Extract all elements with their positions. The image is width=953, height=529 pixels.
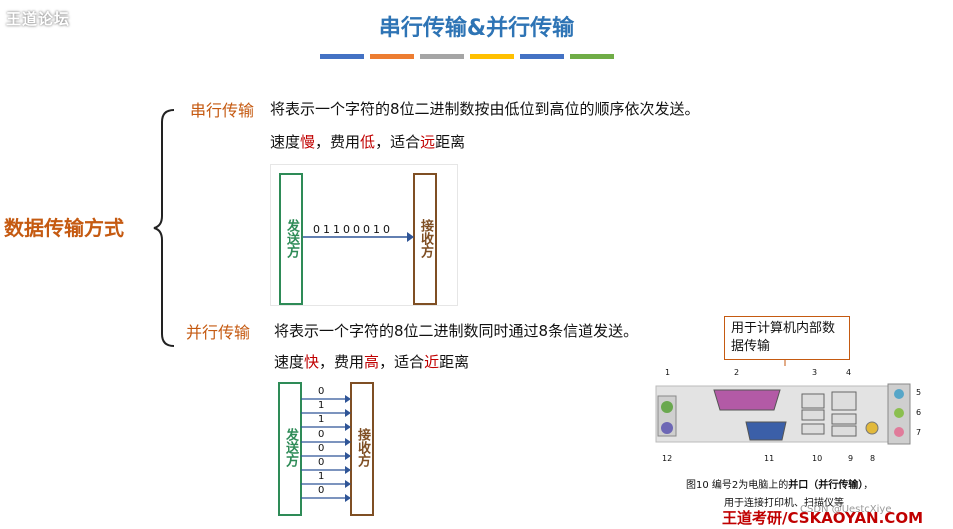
title-stripe [370, 54, 414, 59]
brace-icon [150, 108, 180, 348]
title-stripe [420, 54, 464, 59]
speed-value: 慢 [300, 133, 315, 151]
parallel-bit: 0 [318, 386, 324, 397]
speed-prefix: 速度 [274, 353, 304, 371]
parallel-bit: 0 [318, 429, 324, 440]
cost-value: 低 [360, 133, 375, 151]
callout-box: 用于计算机内部数据传输 [724, 316, 850, 360]
port-number: 12 [662, 454, 672, 463]
caption-bold: 并口（并行传输） [788, 480, 863, 491]
serial-bits: 01100010 [313, 223, 393, 236]
serial-sender-box: 发送方 [279, 173, 303, 305]
port-number: 1 [665, 368, 670, 377]
distance-prefix: ，适合 [375, 133, 420, 151]
motherboard-ports-image [652, 366, 918, 484]
distance-suffix: 距离 [439, 353, 469, 371]
parallel-arrow-icon [301, 394, 353, 404]
serial-diagram: 发送方 接收方 01100010 [270, 164, 458, 306]
port-number: 7 [916, 428, 921, 437]
serial-receiver-box: 接收方 [413, 173, 437, 305]
distance-suffix: 距离 [435, 133, 465, 151]
serial-label: 串行传输 [190, 97, 254, 121]
parallel-bit: 0 [318, 457, 324, 468]
caption-suffix: ， [863, 480, 873, 491]
distance-value: 近 [424, 353, 439, 371]
parallel-arrow-icon [301, 493, 353, 503]
parallel-sender-box: 发送方 [278, 382, 302, 516]
speed-prefix: 速度 [270, 133, 300, 151]
port-number: 9 [848, 454, 853, 463]
parallel-diagram: 发送方 接收方 0 1 1 0 0 0 1 0 [270, 378, 390, 522]
parallel-receiver-label: 接收方 [353, 428, 372, 467]
title-stripe [570, 54, 614, 59]
port-number: 11 [764, 454, 774, 463]
title-stripe [520, 54, 564, 59]
parallel-arrow-icon [301, 451, 353, 461]
distance-value: 远 [420, 133, 435, 151]
parallel-bit: 0 [318, 485, 324, 496]
cost-prefix: ，费用 [319, 353, 364, 371]
main-topic: 数据传输方式 [4, 212, 124, 241]
speed-value: 快 [304, 353, 319, 371]
port-number: 4 [846, 368, 851, 377]
parallel-bit: 1 [318, 414, 324, 425]
title-stripe [470, 54, 514, 59]
watermark: CSDN @UestcXiye [800, 504, 892, 515]
serial-receiver-label: 接收方 [416, 219, 435, 258]
port-number: 2 [734, 368, 739, 377]
serial-properties: 速度慢，费用低，适合远距离 [270, 131, 465, 152]
title-stripe [320, 54, 364, 59]
parallel-properties: 速度快，费用高，适合近距离 [274, 351, 469, 372]
page-title: 串行传输&并行传输 [0, 10, 953, 42]
distance-prefix: ，适合 [379, 353, 424, 371]
parallel-sender-label: 发送方 [281, 428, 300, 467]
parallel-arrow-icon [301, 422, 353, 432]
serial-sender-label: 发送方 [282, 219, 301, 258]
parallel-arrow-icon [301, 437, 353, 447]
parallel-arrow-icon [301, 479, 353, 489]
port-number: 5 [916, 388, 921, 397]
cost-prefix: ，费用 [315, 133, 360, 151]
port-number: 10 [812, 454, 822, 463]
port-number: 6 [916, 408, 921, 417]
parallel-description: 将表示一个字符的8位二进制数同时通过8条信道发送。 [274, 320, 638, 341]
parallel-bit: 1 [318, 400, 324, 411]
caption-prefix: 图10 编号2为电脑上的 [686, 480, 788, 491]
parallel-bit: 1 [318, 471, 324, 482]
cost-value: 高 [364, 353, 379, 371]
port-number: 3 [812, 368, 817, 377]
serial-description: 将表示一个字符的8位二进制数按由低位到高位的顺序依次发送。 [270, 98, 700, 119]
port-number: 8 [870, 454, 875, 463]
parallel-arrow-icon [301, 465, 353, 475]
photo-caption-line1: 图10 编号2为电脑上的并口（并行传输）， [686, 476, 873, 491]
parallel-receiver-box: 接收方 [350, 382, 374, 516]
parallel-label: 并行传输 [186, 319, 250, 343]
parallel-arrow-icon [301, 408, 353, 418]
parallel-bit: 0 [318, 443, 324, 454]
